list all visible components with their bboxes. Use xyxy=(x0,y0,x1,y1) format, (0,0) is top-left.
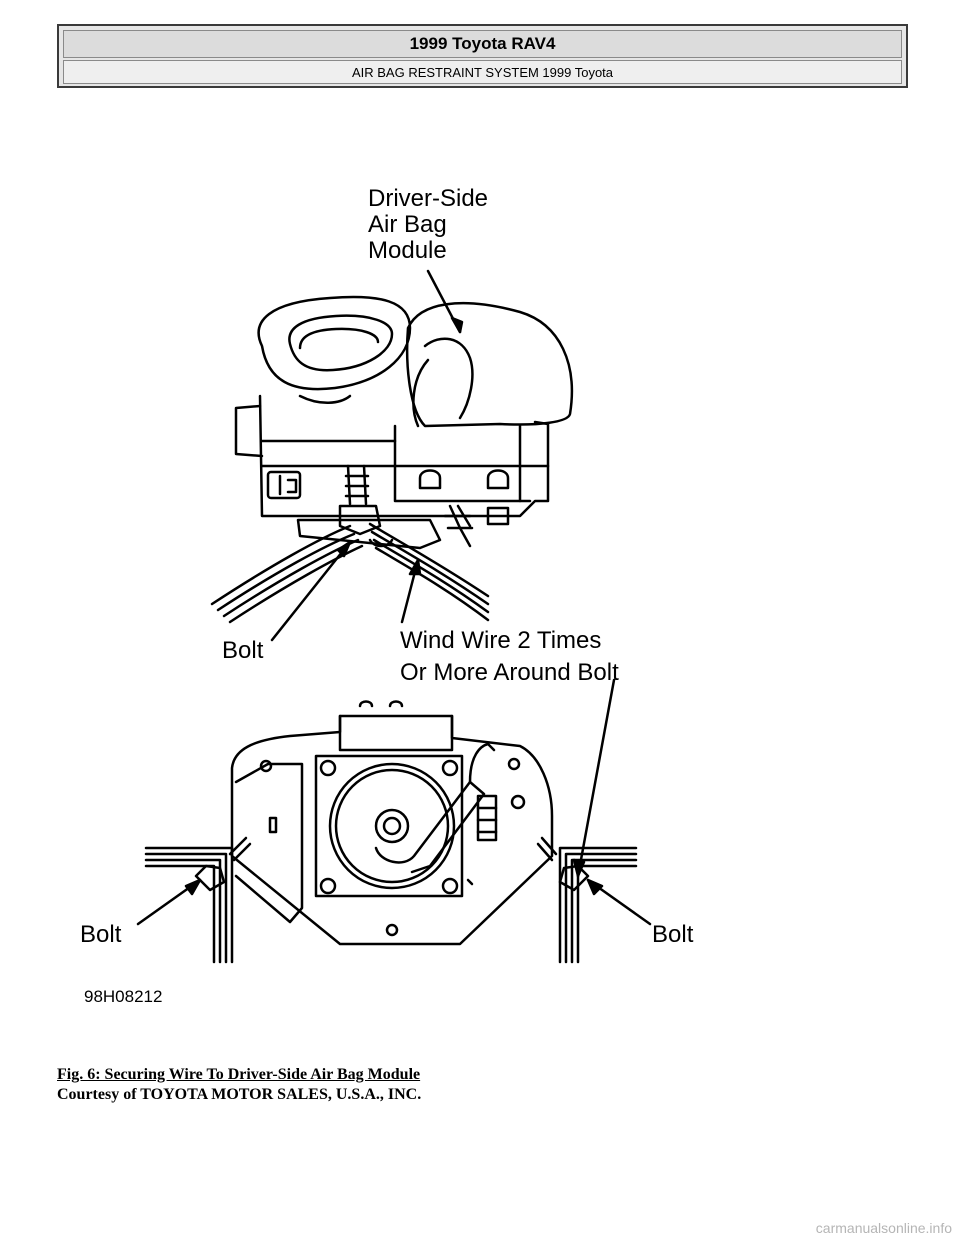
wind-wire-label-line1: Wind Wire 2 Times xyxy=(400,627,601,654)
wind-wire-label-line2: Or More Around Bolt xyxy=(400,659,619,686)
module-back-view xyxy=(144,700,638,964)
module-label-line2: Air Bag xyxy=(368,211,447,238)
courtesy-line: Courtesy of TOYOTA MOTOR SALES, U.S.A., … xyxy=(57,1086,422,1103)
section-subtitle: AIR BAG RESTRAINT SYSTEM 1999 Toyota xyxy=(63,60,902,84)
module-label-line1: Driver-Side xyxy=(368,185,488,212)
airbag-module-illustration: Driver-Side Air Bag Module Bolt Wind Wir… xyxy=(80,185,694,1006)
module-leader-arrow xyxy=(426,269,464,334)
wind-wire-right-leader-arrow xyxy=(572,678,616,878)
bolt-right-label: Bolt xyxy=(652,921,694,948)
bolt-top-leader-arrow xyxy=(270,540,352,642)
module-side-view xyxy=(210,295,574,624)
module-label-line3: Module xyxy=(368,237,447,264)
figure-code: 98H08212 xyxy=(84,987,162,1006)
bolt-top-label: Bolt xyxy=(222,637,264,664)
bolt-left-label: Bolt xyxy=(80,921,122,948)
bolt-left-leader-arrow xyxy=(136,878,202,926)
bolt-right-leader-arrow xyxy=(586,878,652,926)
page-header: 1999 Toyota RAV4 AIR BAG RESTRAINT SYSTE… xyxy=(57,24,908,88)
watermark-url: carmanualsonline.info xyxy=(815,1220,952,1236)
figure-caption: Fig. 6: Securing Wire To Driver-Side Air… xyxy=(57,1066,421,1083)
wind-wire-leader-arrow xyxy=(400,558,422,624)
manual-title: 1999 Toyota RAV4 xyxy=(63,30,902,58)
